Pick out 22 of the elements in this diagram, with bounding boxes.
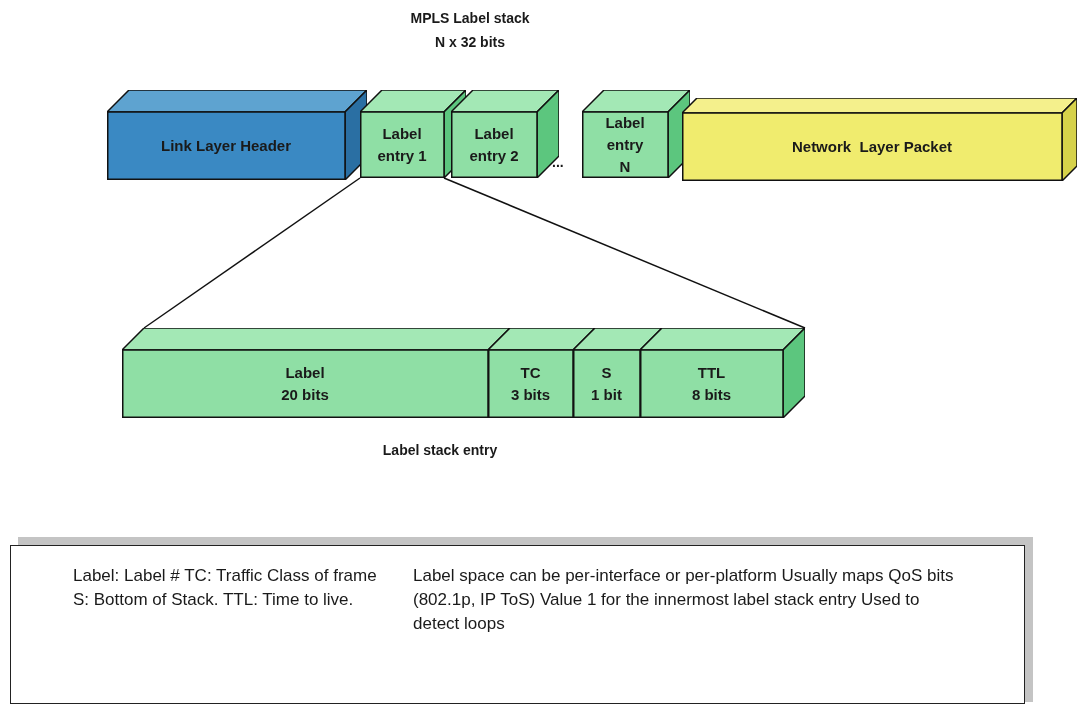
block-label: TC bbox=[520, 363, 541, 383]
notes-text: Label space can be per-interface or per-platform Usually maps QoS bits (802.1p, IP ToS) Value 1 for the innermost label stack entry Used to detect loops bbox=[413, 565, 955, 635]
notes-box bbox=[10, 545, 1025, 704]
block-label: 3 bits bbox=[510, 385, 551, 405]
zoom-line bbox=[143, 177, 361, 329]
block-label: 8 bits bbox=[691, 385, 732, 405]
size-label: N x 32 bits bbox=[434, 33, 506, 52]
block-label: Label bbox=[285, 363, 325, 383]
diagram-title: MPLS Label stack bbox=[409, 9, 531, 28]
block-label: Network Layer Packet bbox=[791, 137, 953, 157]
block-label: S bbox=[601, 363, 612, 383]
ellipsis: ... bbox=[552, 153, 564, 172]
block-label: Label entry 1 bbox=[377, 124, 427, 166]
row-caption: Label stack entry bbox=[381, 441, 499, 460]
block-label: Label entry N bbox=[604, 113, 646, 177]
zoom-line bbox=[443, 177, 806, 329]
block-label: 20 bits bbox=[281, 385, 329, 405]
block-label: TTL bbox=[697, 363, 726, 383]
notes-text: Label: Label # TC: Traffic Class of frame S: Bottom of Stack. TTL: Time to live. bbox=[73, 565, 378, 611]
block-label: Label entry 2 bbox=[469, 124, 519, 166]
block-label: Link Layer Header bbox=[160, 136, 292, 156]
block-label: 1 bit bbox=[591, 385, 622, 405]
